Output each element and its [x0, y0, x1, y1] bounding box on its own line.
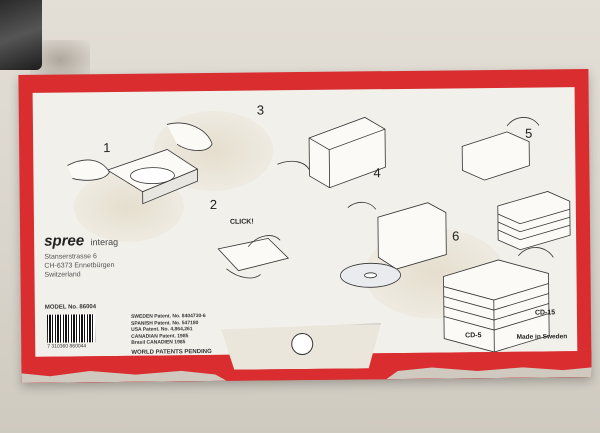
- brand-logo-sub: interag: [90, 236, 119, 248]
- brand-block: spree interag Stanserstrasse 6 CH-6373 E…: [44, 232, 119, 280]
- patent-line: Brasil CANADIEN 1985: [131, 339, 186, 346]
- step1-illustration: [67, 122, 213, 205]
- barcode-number: 7 310360 860044: [47, 343, 87, 350]
- cardboard-box: 1 2 3 4 5 6 CLICK! spree interag Stanser…: [18, 69, 592, 383]
- address-line: Switzerland: [44, 271, 81, 279]
- made-in-label: Made in Sweden: [516, 333, 568, 341]
- step2-illustration: [217, 235, 290, 279]
- patent-line: SWEDEN Patent. No. 8404730-6: [130, 313, 206, 320]
- step-number-5: 5: [524, 125, 533, 141]
- step-number-1: 1: [103, 140, 111, 156]
- click-label: CLICK!: [229, 218, 254, 226]
- brand-address: Stanserstrasse 6 CH-6373 Ennetbürgen Swi…: [44, 252, 118, 280]
- barcode: [46, 314, 96, 343]
- step-number-2: 2: [209, 196, 218, 212]
- patents-block: SWEDEN Patent. No. 8404730-6 SPANISH Pat…: [131, 313, 212, 356]
- step-number-3: 3: [256, 102, 265, 118]
- cd5-label: CD-5: [465, 332, 482, 340]
- step6-illustration: [443, 247, 554, 353]
- corner-object: [0, 0, 42, 70]
- step5-illustration: [461, 117, 571, 251]
- address-line: CH-6373 Ennetbürgen: [44, 261, 115, 270]
- instruction-illustrations: [67, 116, 571, 353]
- step3-illustration: [277, 116, 386, 189]
- step-number-6: 6: [452, 228, 460, 244]
- tab-emblem-icon: [291, 333, 313, 355]
- cd15-label: CD-15: [534, 309, 556, 317]
- instruction-panel: 1 2 3 4 5 6 CLICK! spree interag Stanser…: [32, 87, 578, 357]
- model-number: MODEL No. 86004: [44, 304, 97, 311]
- box-tab: [221, 323, 381, 370]
- brand-logo: spree: [44, 232, 85, 250]
- step-number-4: 4: [373, 165, 381, 181]
- step4-illustration: [340, 201, 447, 288]
